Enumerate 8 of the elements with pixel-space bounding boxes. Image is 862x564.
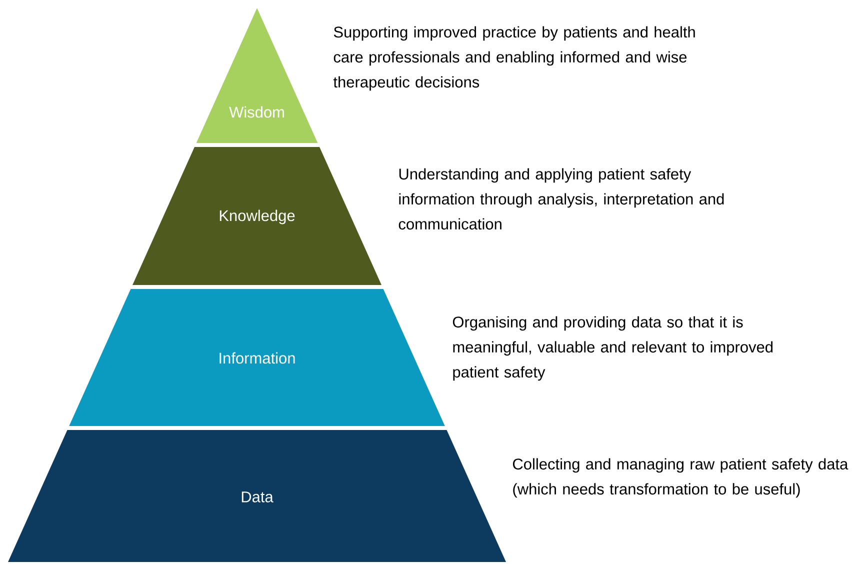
description-text: Organising and providing data so that it is meaningful, valuable and relevant to improved patient safety xyxy=(452,316,773,381)
description-text: Collecting and managing raw patient safety data (which needs transformation to be useful) xyxy=(513,458,848,498)
pyramid-tier: Wisdom xyxy=(196,8,318,143)
description-text: Supporting improved practice by patients and health care professionals and enabling informed and wise therapeutic decisions xyxy=(333,26,695,91)
description-text: Understanding and applying patient safety information through analysis, interpretation and communication xyxy=(398,168,724,230)
pyramid-tier: Data xyxy=(8,430,506,562)
pyramid-tier: Knowledge xyxy=(132,146,382,285)
pyramid-tier: Information xyxy=(69,288,445,426)
